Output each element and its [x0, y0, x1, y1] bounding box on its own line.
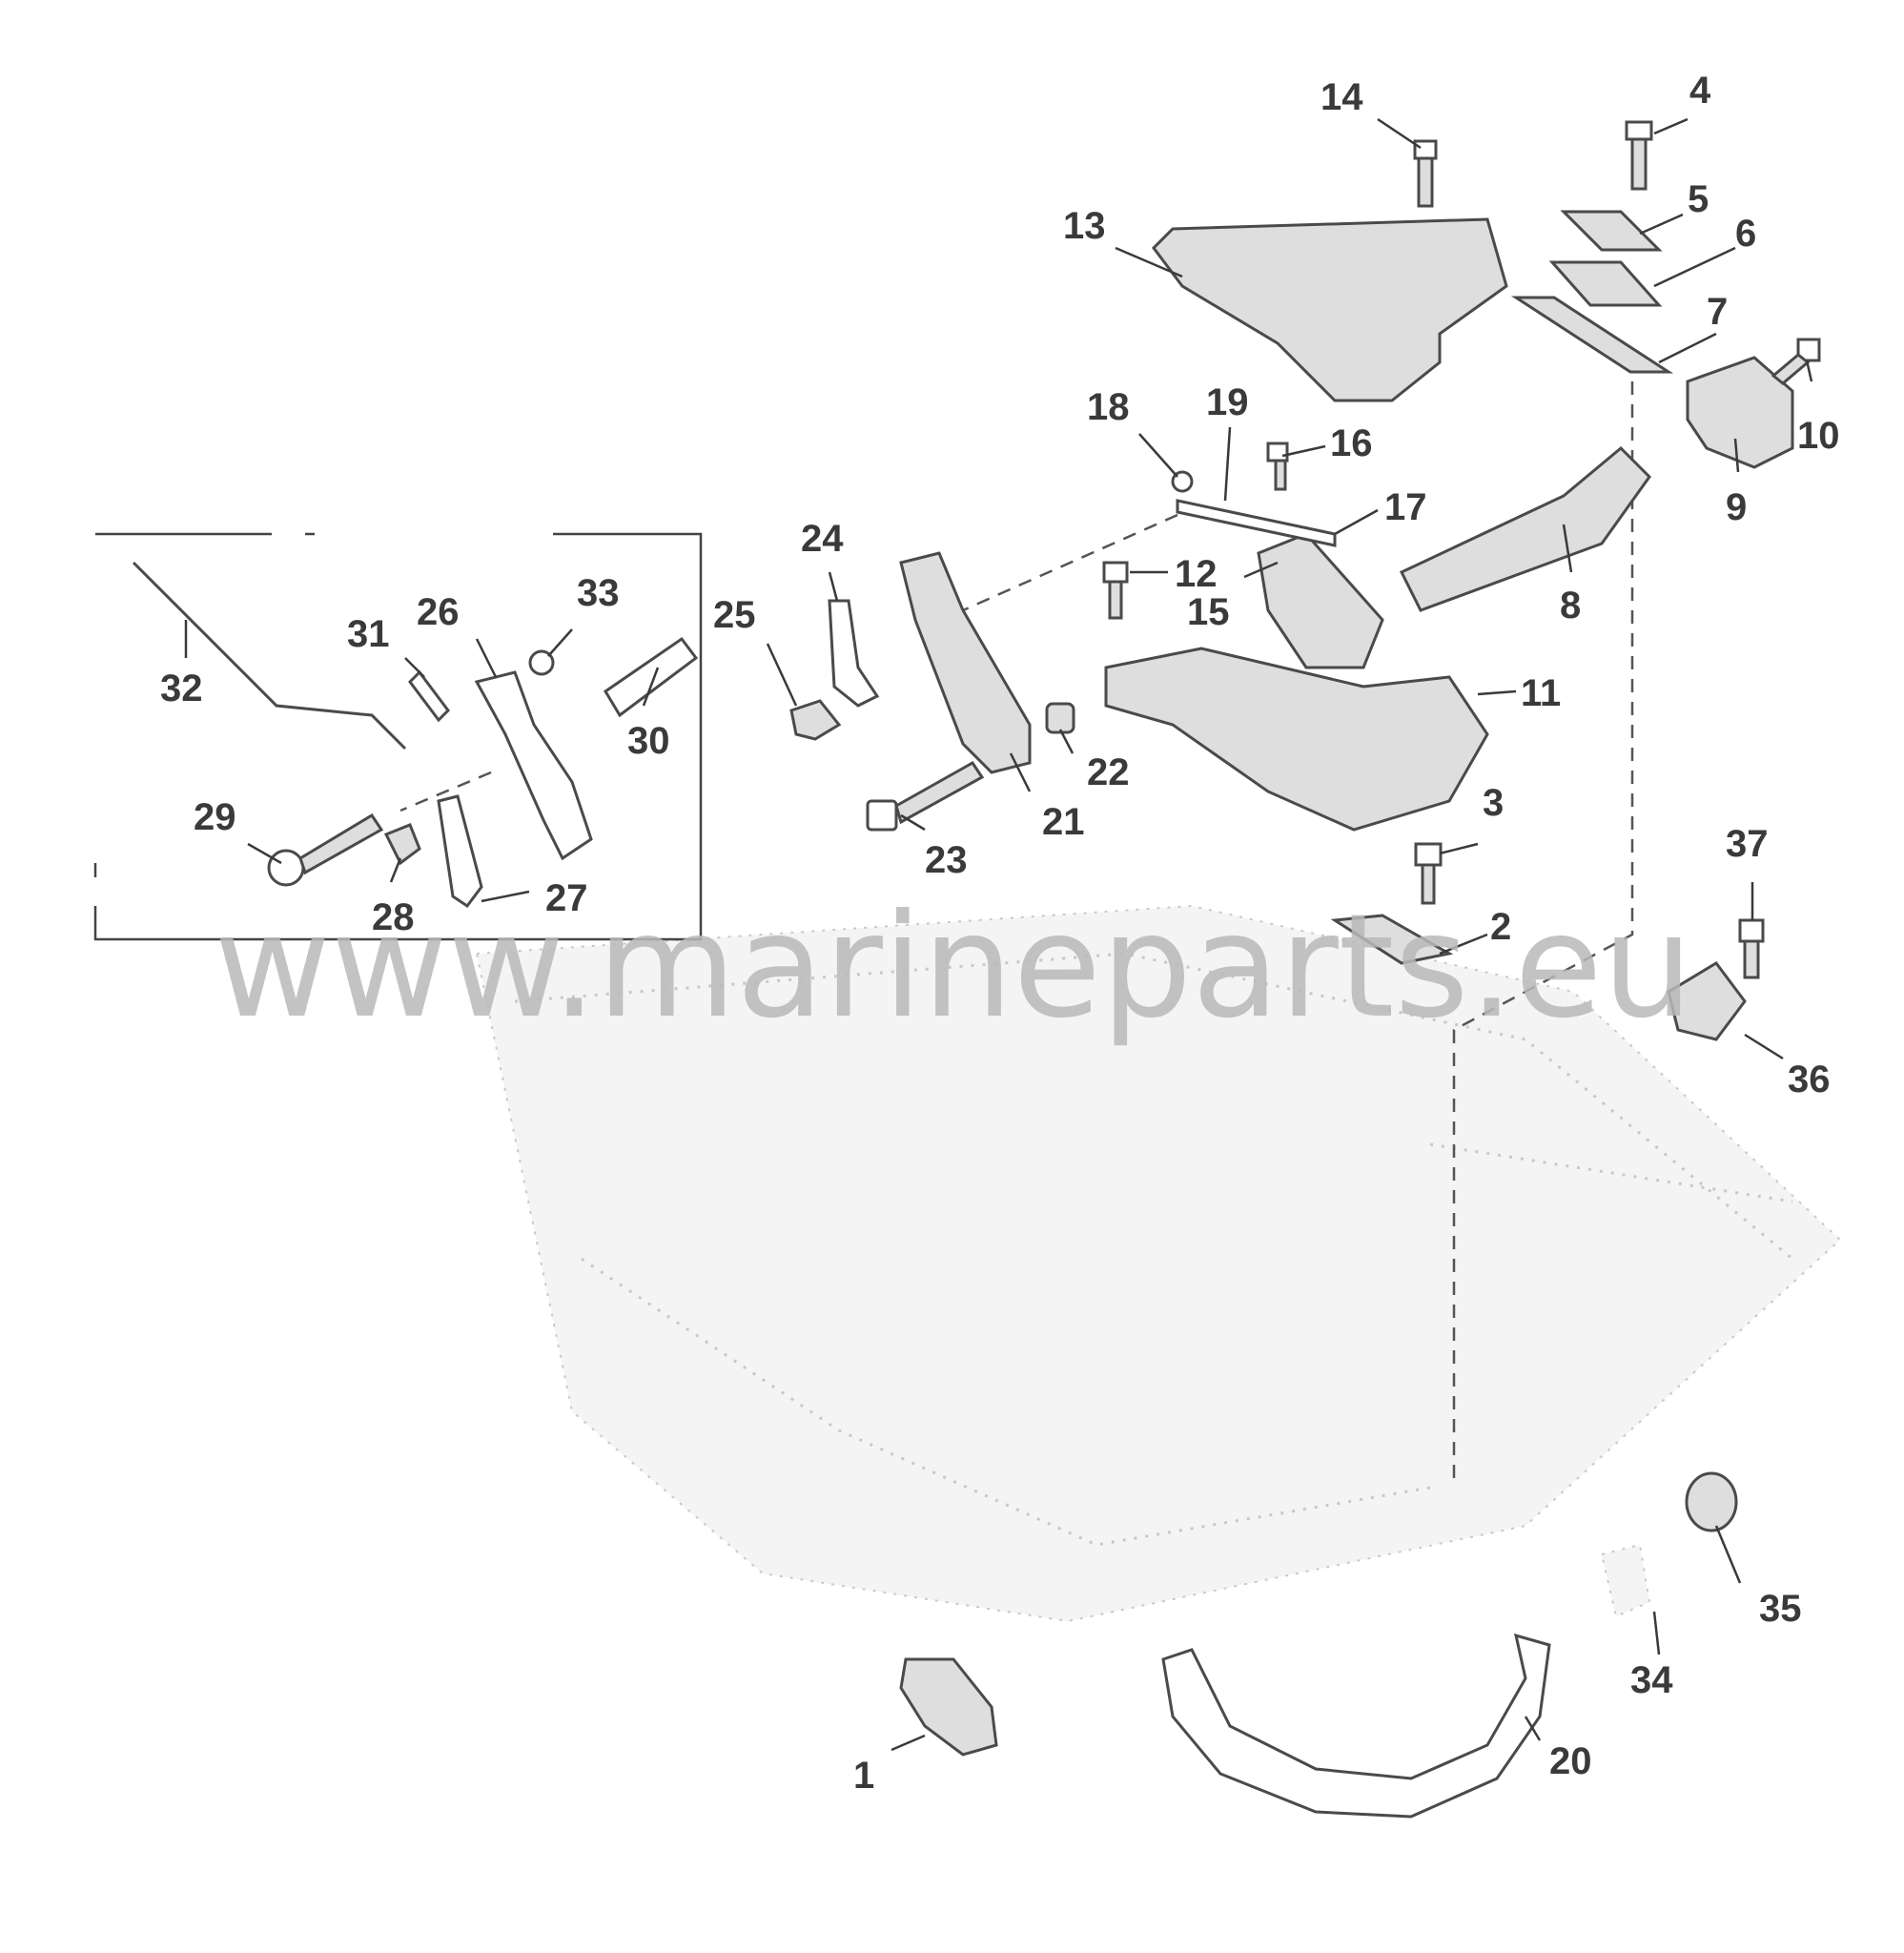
callout-3: 3: [1483, 782, 1504, 824]
part-8-shaft: [1399, 445, 1651, 612]
part-33-nut: [528, 649, 555, 676]
callout-34: 34: [1630, 1659, 1673, 1701]
part-9-actuator: [1686, 356, 1794, 469]
part-16-screw: [1266, 442, 1289, 491]
callout-35: 35: [1759, 1588, 1802, 1630]
callout-20: 20: [1549, 1740, 1592, 1782]
callout-22: 22: [1087, 751, 1130, 793]
callout-1: 1: [853, 1755, 874, 1797]
callout-9: 9: [1726, 486, 1747, 528]
callout-7: 7: [1707, 291, 1728, 333]
part-5-plate: [1560, 210, 1663, 252]
callout-2: 2: [1490, 906, 1511, 948]
part-23-bolt: [866, 761, 985, 832]
callout-8: 8: [1560, 585, 1581, 627]
callout-19: 19: [1206, 381, 1249, 423]
callout-29: 29: [194, 796, 236, 838]
part-17-rod: [1176, 499, 1337, 547]
part-27-link: [437, 794, 483, 909]
part-15-link: [1257, 532, 1384, 669]
part-2-plate: [1330, 914, 1454, 965]
part-14-screw: [1413, 139, 1438, 208]
part-25-cap: [789, 699, 842, 741]
callout-labels: 1 2 3 4 5 6 7 8 9 10 11 12 13 14 15 16 1…: [160, 70, 1840, 1797]
part-22-bushing: [1045, 702, 1075, 734]
subassembly-frame: [93, 532, 703, 941]
part-11-bracket: [1104, 647, 1489, 832]
callout-31: 31: [347, 613, 390, 655]
callout-33: 33: [577, 572, 620, 614]
callout-14: 14: [1321, 76, 1363, 118]
callout-12: 12: [1175, 553, 1218, 595]
part-13-cover: [1152, 217, 1508, 402]
callout-27: 27: [545, 877, 588, 919]
parts: [132, 120, 1821, 1819]
callout-24: 24: [801, 518, 844, 560]
part-30-sleeve: [603, 636, 699, 718]
callout-32: 32: [160, 668, 203, 709]
callout-26: 26: [417, 591, 460, 633]
callout-10: 10: [1797, 415, 1840, 457]
callout-17: 17: [1384, 486, 1427, 528]
callout-37: 37: [1726, 823, 1769, 865]
part-37-screw: [1738, 918, 1765, 979]
assembly-lines: [399, 381, 1634, 1478]
part-34-clip: [1600, 1543, 1651, 1618]
part-36-bracket: [1667, 961, 1747, 1041]
part-35-grommet: [1685, 1471, 1738, 1532]
callout-15: 15: [1187, 591, 1230, 633]
callout-5: 5: [1688, 178, 1709, 220]
part-32-rod: [132, 561, 407, 750]
callout-4: 4: [1689, 70, 1711, 112]
part-20-strap: [1161, 1633, 1551, 1819]
part-26-lever: [474, 670, 593, 861]
part-28-cap: [383, 823, 421, 866]
part-31-spring: [408, 669, 450, 723]
part-1-plug: [899, 1657, 998, 1757]
part-21-arm: [899, 551, 1032, 774]
callout-23: 23: [925, 839, 968, 881]
callout-16: 16: [1330, 422, 1373, 464]
callout-25: 25: [713, 594, 756, 636]
leader-lines: [184, 117, 1813, 1752]
part-6-plate: [1548, 260, 1663, 307]
callout-6: 6: [1735, 213, 1756, 255]
part-12-screw: [1102, 561, 1129, 620]
watermark-text: www.marineparts.eu: [214, 884, 1693, 1050]
part-29-bolt: [267, 812, 384, 887]
ghost-housing-outline: [475, 904, 1842, 1623]
callout-18: 18: [1087, 386, 1130, 428]
part-4-screw: [1625, 120, 1653, 191]
callout-11: 11: [1521, 672, 1561, 714]
callout-36: 36: [1788, 1059, 1831, 1100]
callout-13: 13: [1063, 205, 1106, 247]
callout-28: 28: [372, 896, 415, 938]
part-7-plate: [1510, 296, 1674, 374]
part-10-screw: [1771, 338, 1821, 385]
part-24-clip: [828, 599, 880, 708]
callout-30: 30: [627, 720, 670, 762]
callout-21: 21: [1042, 801, 1085, 843]
